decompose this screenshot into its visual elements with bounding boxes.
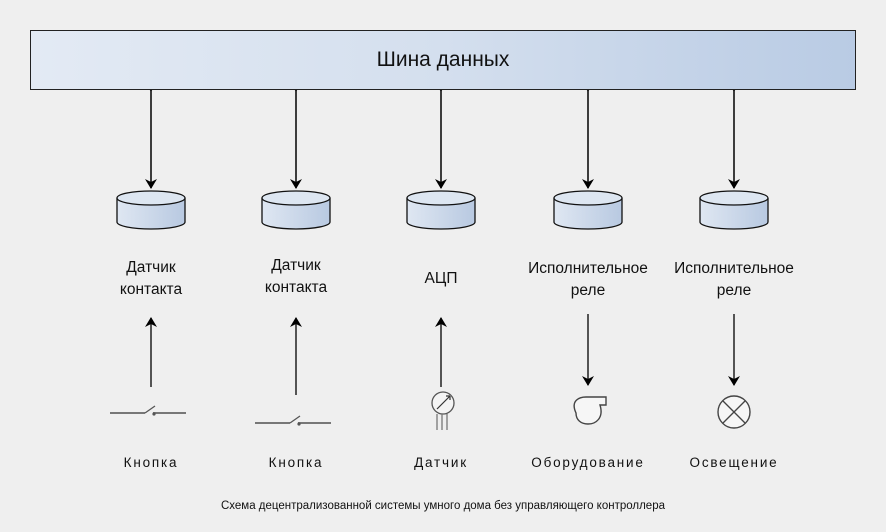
- sensor-icon: [431, 391, 455, 430]
- module-label-line1: Исполнительное: [674, 260, 794, 277]
- module-label: Датчик контакта: [71, 257, 231, 301]
- module-label-line1: Исполнительное: [528, 260, 648, 277]
- device-label: Оборудование: [531, 455, 645, 470]
- module-label-line2: реле: [570, 282, 606, 299]
- switch-icon: [110, 405, 186, 416]
- column-2: [255, 82, 331, 426]
- device-label: Кнопка: [268, 455, 324, 470]
- module-label: АЦП: [361, 268, 521, 290]
- column-5: [699, 82, 769, 429]
- fan-equipment-icon: [573, 396, 607, 425]
- switch-icon: [255, 415, 331, 426]
- module-cylinder-icon: [406, 190, 476, 230]
- module-label: Исполнительное реле: [508, 258, 668, 302]
- module-cylinder-icon: [261, 190, 331, 230]
- device-label: Освещение: [689, 455, 779, 470]
- module-label-line1: АЦП: [424, 270, 458, 287]
- lamp-icon: [717, 395, 751, 429]
- module-label: Датчик контакта: [216, 255, 376, 299]
- module-cylinder-icon: [553, 190, 623, 230]
- column-1: [110, 82, 186, 416]
- device-label: Кнопка: [123, 455, 179, 470]
- module-label-line2: контакта: [119, 281, 183, 298]
- column-3: [406, 82, 476, 430]
- column-4: [553, 82, 623, 425]
- module-cylinder-icon: [699, 190, 769, 230]
- module-label-line1: Датчик: [126, 259, 176, 276]
- module-cylinder-icon: [116, 190, 186, 230]
- data-bus-label: Шина данных: [376, 48, 510, 71]
- device-label: Датчик: [414, 455, 468, 470]
- data-bus: Шина данных: [30, 30, 856, 90]
- module-label-line2: контакта: [264, 279, 328, 296]
- module-label: Исполнительное реле: [654, 258, 814, 302]
- module-label-line1: Датчик: [271, 257, 321, 274]
- diagram-caption: Схема децентрализованной системы умного …: [220, 500, 665, 512]
- module-label-line2: реле: [716, 282, 752, 299]
